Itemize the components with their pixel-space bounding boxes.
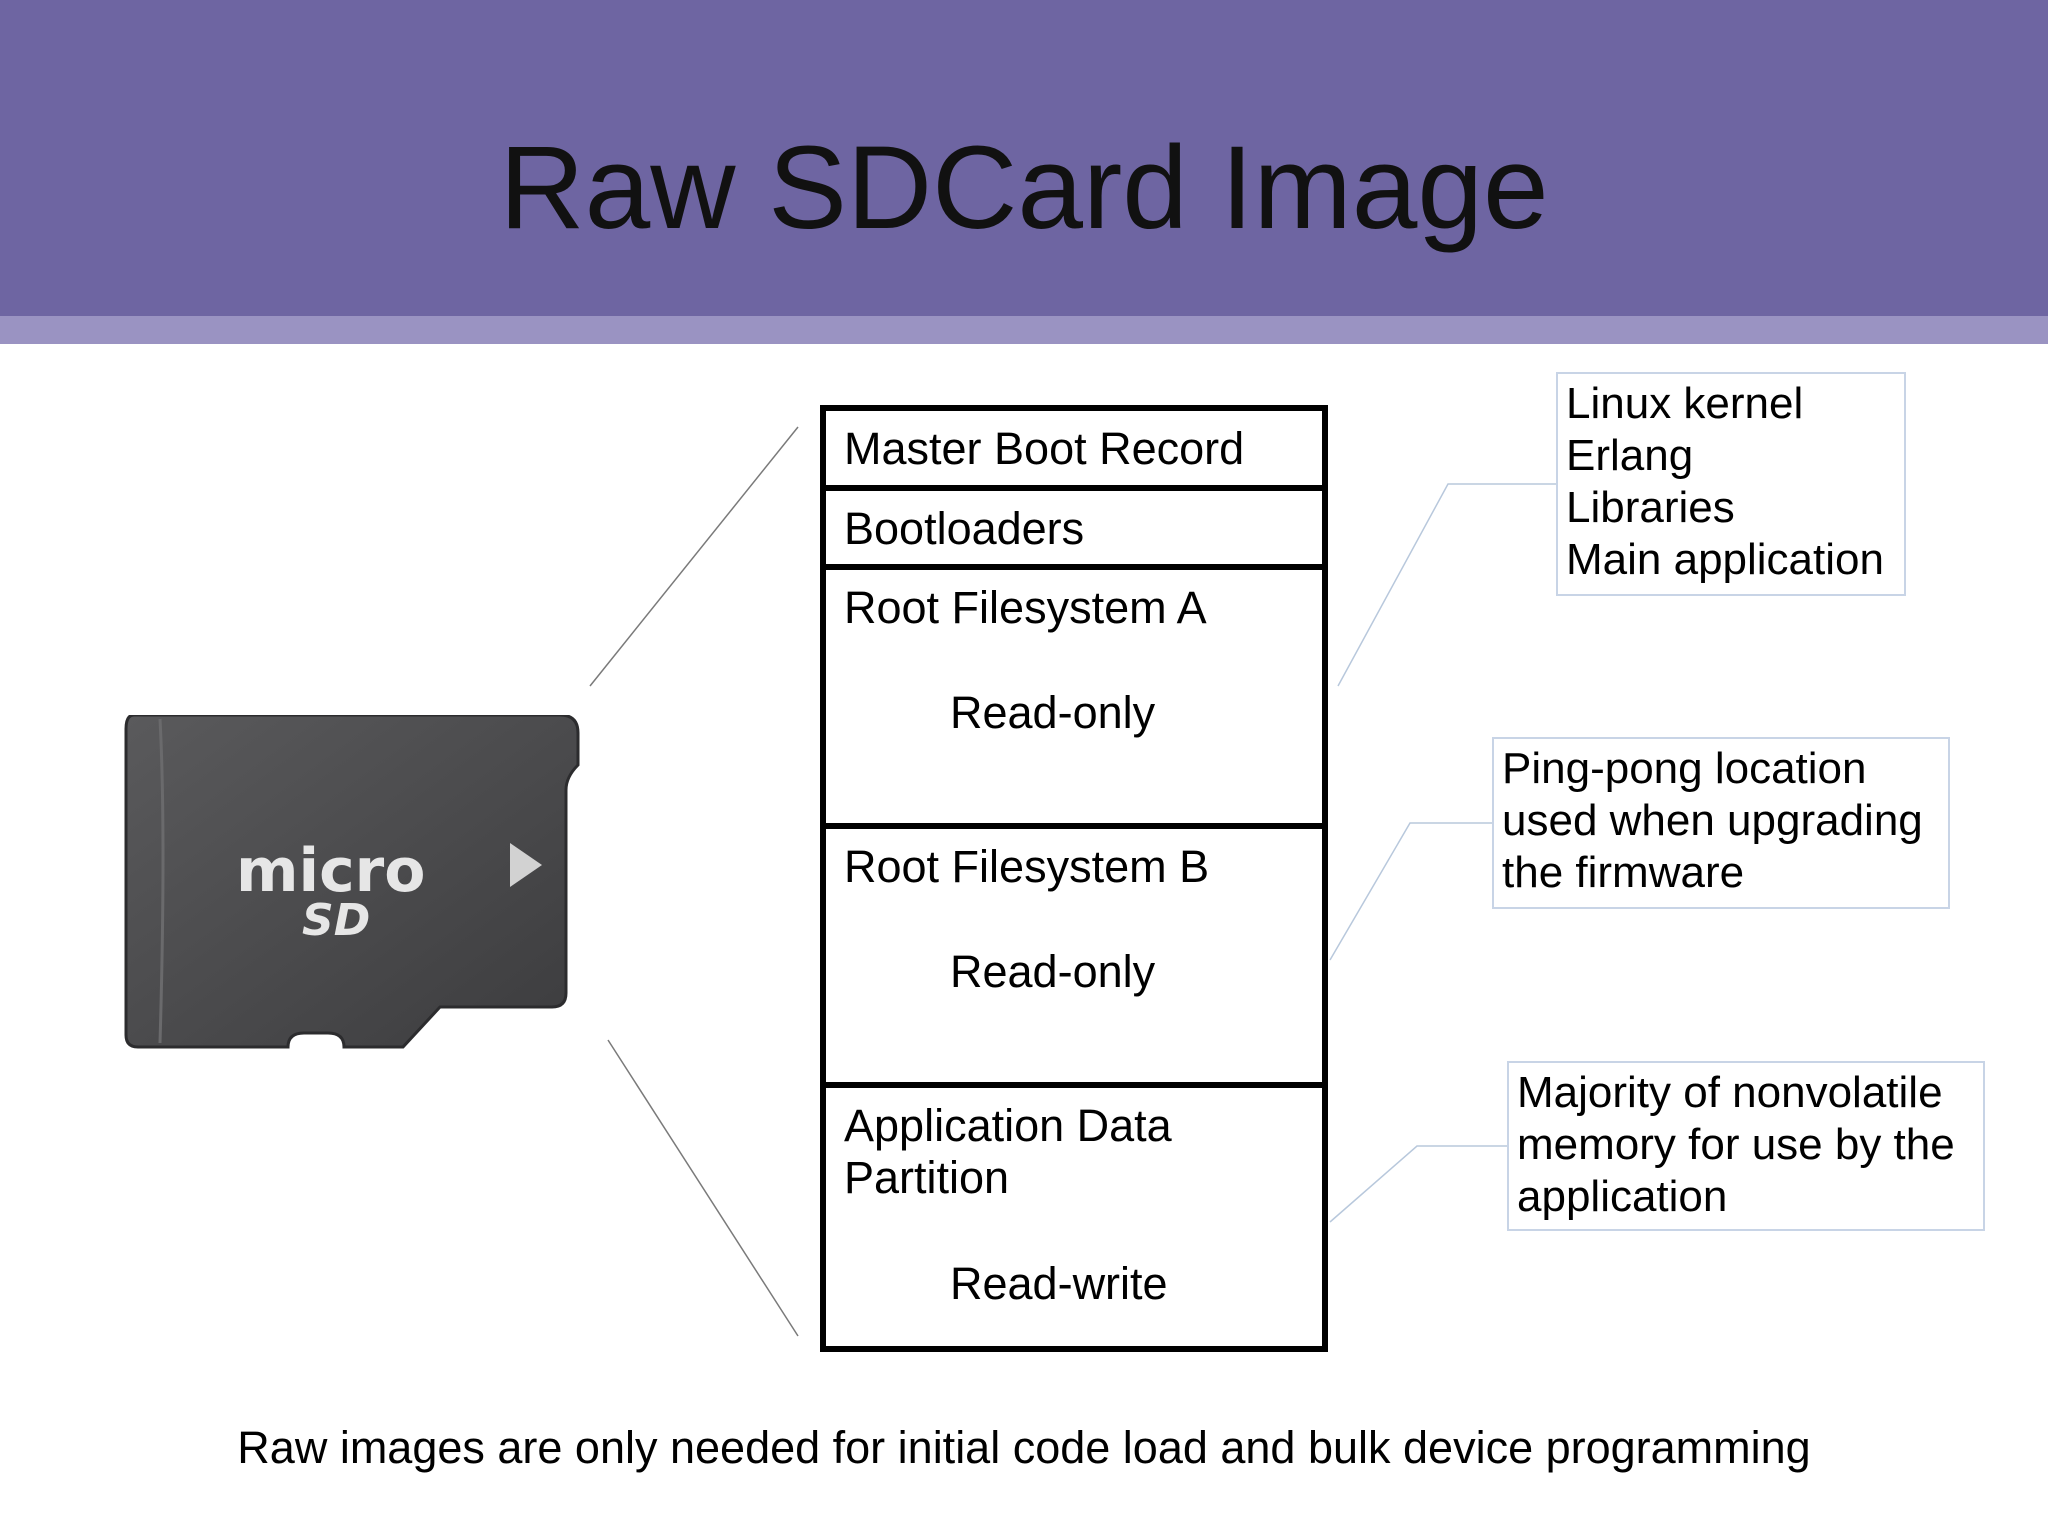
callout-line: Erlang <box>1566 431 1694 480</box>
callout-line: memory for use by the <box>1517 1120 1955 1169</box>
callout-line: used when upgrading <box>1502 796 1923 845</box>
title-banner <box>0 0 2048 316</box>
zoom-line-bottom <box>607 1039 799 1337</box>
partition-bootloaders: Bootloaders <box>826 491 1322 570</box>
partition-master-boot-record: Master Boot Record <box>826 411 1322 491</box>
card-body <box>124 715 580 1049</box>
insert-arrow-icon <box>510 843 542 887</box>
footer-note: Raw images are only needed for initial c… <box>237 1422 1811 1473</box>
title-banner-stripe <box>0 316 2048 344</box>
partition-access-mode: Read-only <box>950 687 1156 738</box>
partition-root-filesystem-a: Root Filesystem A Read-only <box>826 570 1322 829</box>
partition-root-filesystem-b: Root Filesystem B Read-only <box>826 829 1322 1088</box>
logo-text-micro: micro <box>236 836 425 906</box>
partition-name: Bootloaders <box>844 503 1085 554</box>
partition-application-data: Application Data Partition Read-write <box>826 1088 1322 1346</box>
callout-connector-kernel <box>1337 483 1556 687</box>
callout-line: the firmware <box>1502 848 1745 897</box>
callout-ping-pong: Ping-pong location used when upgrading t… <box>1492 737 1950 909</box>
card-edge-ridge <box>158 718 165 1044</box>
callout-line: Main application <box>1566 535 1884 584</box>
microsd-card-image: micro SD <box>124 715 580 1049</box>
callout-line: Linux kernel <box>1566 379 1804 428</box>
partition-name: Root Filesystem B <box>844 841 1210 892</box>
partition-name: Master Boot Record <box>844 423 1245 474</box>
callout-application-data: Majority of nonvolatile memory for use b… <box>1507 1061 1985 1231</box>
partition-access-mode: Read-only <box>950 946 1156 997</box>
partition-access-mode: Read-write <box>950 1258 1168 1309</box>
callout-line: application <box>1517 1172 1728 1221</box>
callout-rootfs-contents: Linux kernel Erlang Libraries Main appli… <box>1556 372 1906 596</box>
callout-line: Ping-pong location <box>1502 744 1867 793</box>
partition-layout: Master Boot Record Bootloaders Root File… <box>820 405 1328 1352</box>
callout-connector-appdata <box>1329 1145 1507 1223</box>
callout-line: Libraries <box>1566 483 1735 532</box>
callout-line: Majority of nonvolatile <box>1517 1068 1943 1117</box>
partition-name: Root Filesystem A <box>844 582 1207 633</box>
slide-title: Raw SDCard Image <box>499 122 1549 254</box>
callout-connector-pingpong <box>1329 822 1492 961</box>
logo-text-sd: SD <box>302 895 370 946</box>
partition-name: Application Data Partition <box>844 1100 1172 1203</box>
zoom-line-top <box>589 426 799 687</box>
microsd-logo: micro SD <box>236 836 425 946</box>
